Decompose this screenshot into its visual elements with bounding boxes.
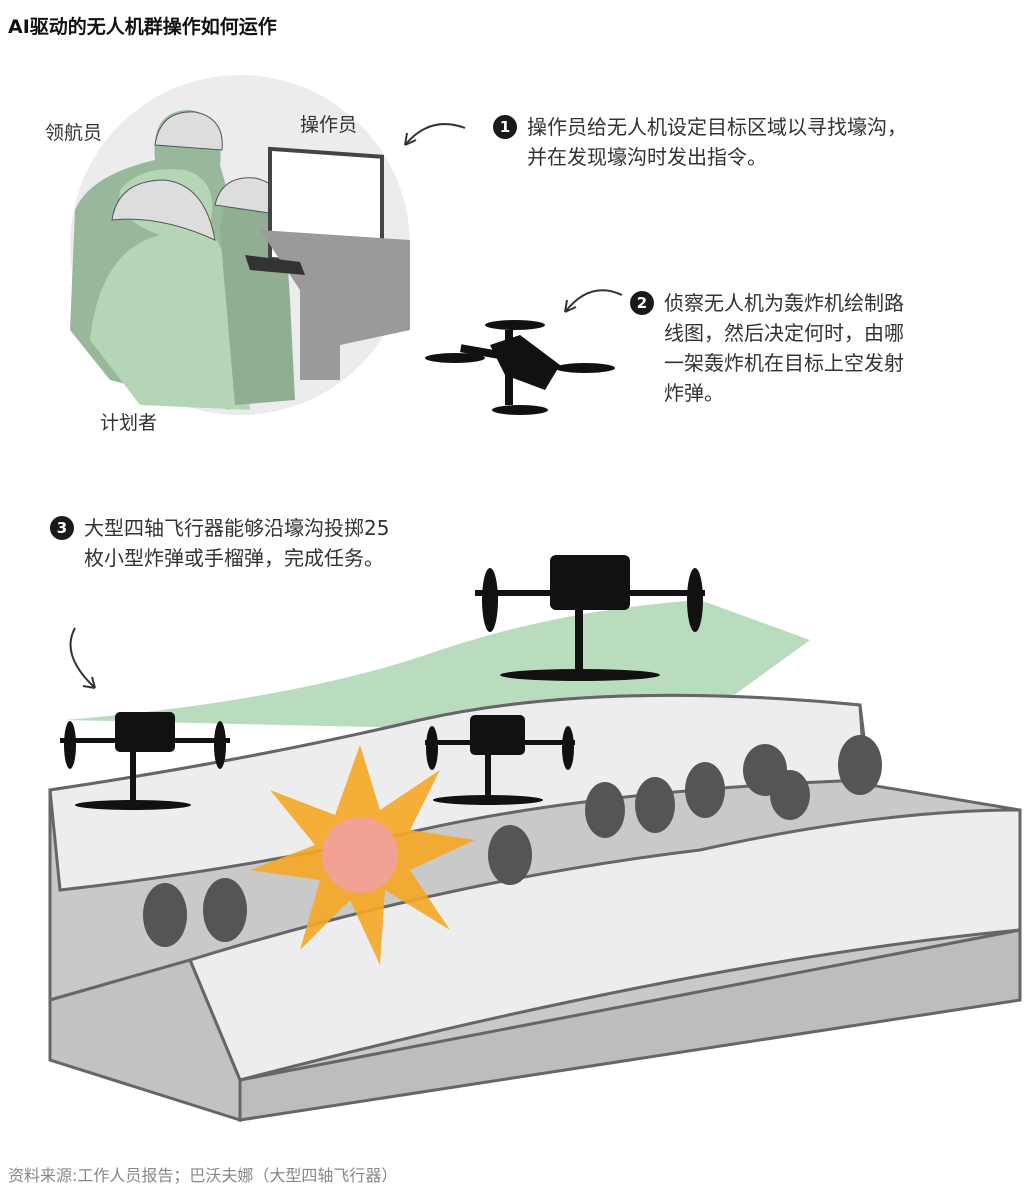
- step-3: 3 大型四轴飞行器能够沿壕沟投掷25枚小型炸弹或手榴弹，完成任务。: [50, 513, 390, 573]
- source-note: 资料来源:工作人员报告；巴沃夫娜（大型四轴飞行器）: [8, 1166, 398, 1185]
- operator-label: 操作员: [300, 114, 358, 136]
- step-number-badge: 3: [50, 516, 74, 540]
- step-text: 大型四轴飞行器能够沿壕沟投掷25枚小型炸弹或手榴弹，完成任务。: [84, 516, 390, 570]
- bomber-drone-icon: [425, 715, 575, 805]
- step-1: 1 操作员给无人机设定目标区域以寻找壕沟，并在发现壕沟时发出指令。: [493, 112, 923, 172]
- step-2: 2 侦察无人机为轰炸机绘制路线图，然后决定何时，由哪一架轰炸机在目标上空发射炸弹…: [630, 288, 920, 408]
- step-number-badge: 1: [493, 115, 517, 139]
- soldiers: [143, 735, 882, 947]
- navigator-label: 领航员: [45, 122, 103, 144]
- step-text: 侦察无人机为轰炸机绘制路线图，然后决定何时，由哪一架轰炸机在目标上空发射炸弹。: [664, 291, 904, 405]
- page-title: AI驱动的无人机群操作如何运作: [8, 16, 277, 38]
- explosion: [250, 745, 475, 965]
- bomber-drone-icon: [475, 555, 705, 681]
- scout-drone-icon: [425, 320, 615, 415]
- operators-scene: [70, 75, 410, 415]
- step-number-badge: 2: [630, 291, 654, 315]
- step-text: 操作员给无人机设定目标区域以寻找壕沟，并在发现壕沟时发出指令。: [527, 115, 907, 169]
- bomber-drone-icon: [60, 712, 230, 810]
- planner-label: 计划者: [100, 412, 158, 434]
